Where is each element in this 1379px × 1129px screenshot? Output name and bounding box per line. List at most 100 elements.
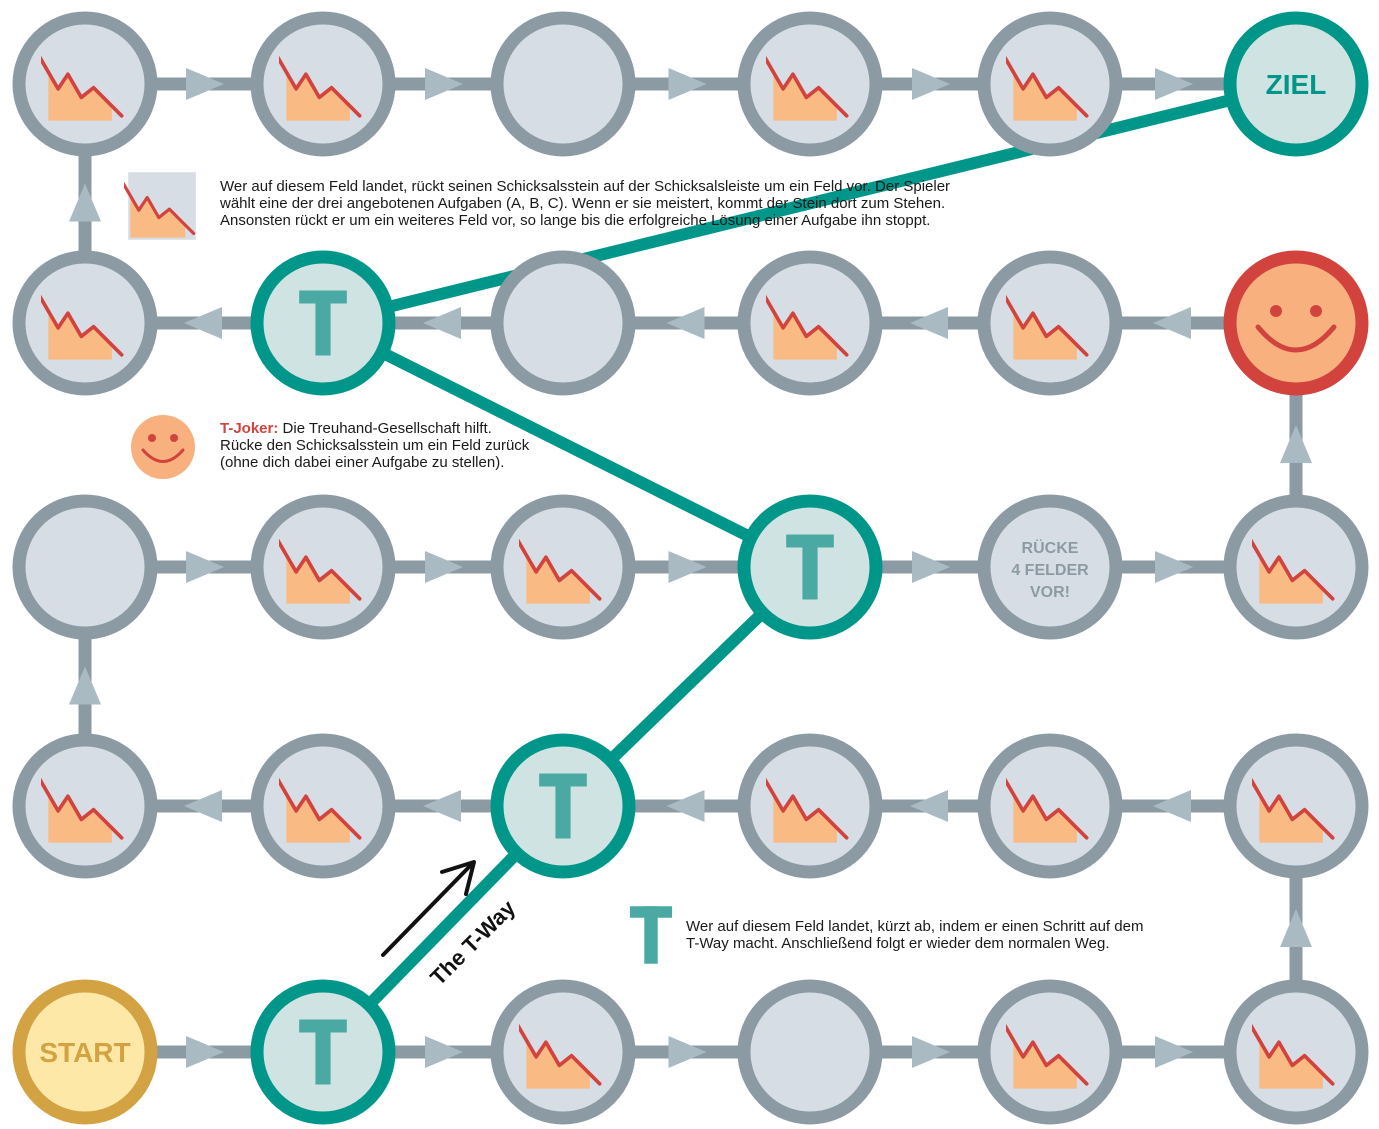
falling-chart-icon [279,43,364,125]
board-cell-chart [977,733,1123,879]
cell-circle [490,250,636,396]
board-cell-chart [12,733,158,879]
cell-circle [12,979,158,1125]
board-cell-chart [1223,733,1369,879]
direction-arrow [1280,425,1312,463]
direction-arrow [186,68,224,100]
board-cell-chart [490,979,636,1125]
direction-arrow [184,307,222,339]
legend-chart-line-3: Ansonsten rückt er um ein weiteres Feld … [220,212,931,229]
goal-label: ZIEL [1266,69,1327,100]
direction-arrow [668,68,707,100]
board-cell-chart [1223,494,1369,640]
board-cell-joker [1223,250,1369,396]
legend-chart-icon [124,170,198,242]
direction-arrow [186,551,224,583]
falling-chart-icon [41,765,126,847]
falling-chart-icon [519,526,604,608]
direction-arrow [1155,1036,1193,1068]
direction-arrow [668,551,707,583]
joker-line-1: Die Treuhand-Gesellschaft hilft. [278,420,492,437]
direction-arrow [423,307,461,339]
joker-title: T-Joker: [220,420,279,437]
falling-chart-icon [41,282,126,364]
board-cell-chart [737,11,883,157]
smiley-eye-right [1310,305,1322,317]
legend-smiley-mouth [141,448,185,463]
legend-chart-line-2: wählt eine der drei angebotenen Aufgaben… [220,195,946,212]
board-cell-t [737,494,883,640]
cell-circle [1223,11,1369,157]
direction-arrow [668,1036,707,1068]
legend-t-line-2: T-Way macht. Anschließend folgt er wiede… [686,935,1110,952]
legend-smiley-icon [131,415,195,479]
legend-smiley-eye [148,434,156,442]
special-cell-text: 4 FELDER [1011,562,1089,579]
direction-arrow [423,790,461,822]
start-label: START [39,1037,130,1068]
direction-arrow [1280,909,1312,947]
direction-arrow [184,790,222,822]
direction-arrow [425,1036,463,1068]
board-cell-chart [12,11,158,157]
direction-arrow [912,551,950,583]
board-cell-chart [977,250,1123,396]
direction-arrow [69,666,101,705]
falling-chart-icon [279,765,364,847]
falling-chart-icon [1252,765,1337,847]
board-cell-chart [250,494,396,640]
legend-chart-line-1: Wer auf diesem Feld landet, rückt seinen… [220,178,951,195]
direction-arrow [910,307,948,339]
direction-arrow [69,183,101,222]
direction-arrow [1155,551,1193,583]
direction-arrow [912,68,950,100]
legend-joker-text: T-Joker: Die Treuhand-Gesellschaft hilft… [220,420,640,471]
board-cell-blank [12,494,158,640]
falling-chart-icon [766,765,851,847]
board-cell-start: START [12,979,158,1125]
special-cell-text: RÜCKE [1022,538,1079,557]
legend-t-line-1: Wer auf diesem Feld landet, kürzt ab, in… [686,918,1144,935]
board-cell-chart [250,733,396,879]
cell-circle [490,11,636,157]
board-cell-goal: ZIEL [1223,11,1369,157]
tway-arrow-head [440,860,476,896]
falling-chart-icon [766,282,851,364]
board-cell-chart [490,494,636,640]
cell-circle [977,494,1123,640]
direction-arrow [425,551,463,583]
board-cell-t [490,733,636,879]
board-cell-chart [12,250,158,396]
legend-chart-text: Wer auf diesem Feld landet, rückt seinen… [220,178,1220,229]
direction-arrow [1153,307,1191,339]
legend-t-text: Wer auf diesem Feld landet, kürzt ab, in… [686,918,1286,952]
direction-arrow [425,68,463,100]
board-cell-blank [490,250,636,396]
falling-chart-icon [1006,1011,1091,1093]
board-cell-chart [737,250,883,396]
smiley-mouth [1255,324,1337,353]
falling-chart-icon [766,43,851,125]
falling-chart-icon [519,1011,604,1093]
falling-chart-icon [1252,1011,1337,1093]
falling-chart-icon [1252,526,1337,608]
cell-circle [1223,250,1369,396]
direction-arrow [912,1036,950,1068]
board-cell-blank [490,11,636,157]
falling-chart-icon [279,526,364,608]
board-cell-chart [250,11,396,157]
cell-circle [12,494,158,640]
legend-smiley-eye [170,434,178,442]
joker-line-2: Rücke den Schicksalsstein um ein Feld zu… [220,437,530,454]
t-way-label: The T-Way [425,895,520,990]
legend-t-icon [629,906,673,964]
direction-arrow [666,307,705,339]
board-cell-chart [977,11,1123,157]
direction-arrow [186,1036,224,1068]
cell-circle [737,979,883,1125]
falling-chart-icon [41,43,126,125]
joker-line-3: (ohne dich dabei einer Aufgabe zu stelle… [220,454,505,471]
board-cell-t [250,979,396,1125]
